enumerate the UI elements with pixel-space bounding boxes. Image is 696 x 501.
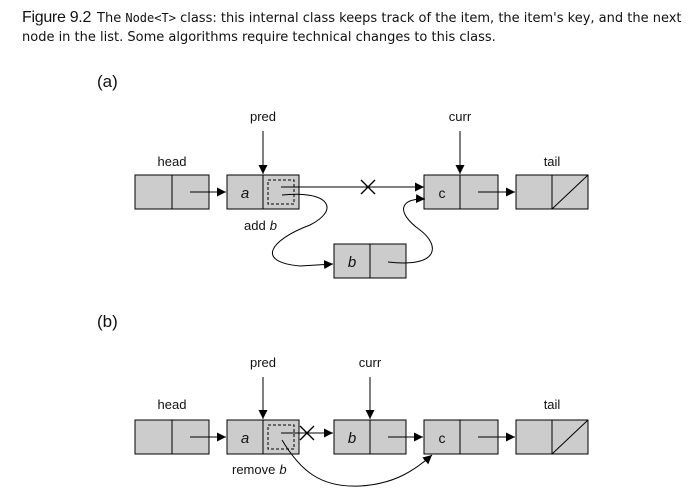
a-to-b-arrow [272, 193, 334, 270]
tail-node [515, 174, 589, 210]
tail-label: tail [544, 154, 561, 169]
action-text: add [244, 218, 266, 233]
tail-label-b: tail [544, 397, 561, 412]
curr-label: curr [449, 109, 472, 124]
curr-label-b: curr [359, 355, 382, 370]
head-label-b: head [158, 397, 187, 412]
node-b: b [333, 243, 407, 279]
pred-label-b: pred [250, 355, 276, 370]
cross-mark-b [299, 425, 315, 441]
part-b-diagram: a pred curr b c [134, 355, 589, 487]
a-to-c-arrow [281, 439, 433, 487]
node-b-key: b [348, 254, 356, 271]
part-a-label: (a) [97, 72, 118, 91]
action-text-b: remove [232, 462, 275, 477]
b-to-c-arrow [387, 194, 433, 264]
node-a-key-b: a [241, 430, 249, 447]
node-c-key-b: c [439, 430, 446, 446]
pred-label: pred [250, 109, 276, 124]
caption-code: Node<T> [125, 11, 176, 25]
node-c-key: c [439, 185, 446, 201]
caption-text: class: this internal class keeps track o… [22, 11, 682, 45]
figure-caption: Figure 9.2 The Node<T> class: this intern… [22, 8, 682, 47]
node-a: a [226, 174, 300, 210]
head-label: head [158, 154, 187, 169]
figure-label: Figure 9.2 [22, 9, 92, 26]
cross-mark [360, 179, 376, 195]
node-b-key-b: b [348, 430, 356, 447]
action-key: b [270, 218, 277, 233]
part-b-label: (b) [97, 312, 118, 331]
tail-node-b [515, 419, 589, 455]
node-a-key: a [241, 185, 249, 202]
caption-pre: The [97, 11, 126, 26]
action-key-b: b [279, 462, 286, 477]
